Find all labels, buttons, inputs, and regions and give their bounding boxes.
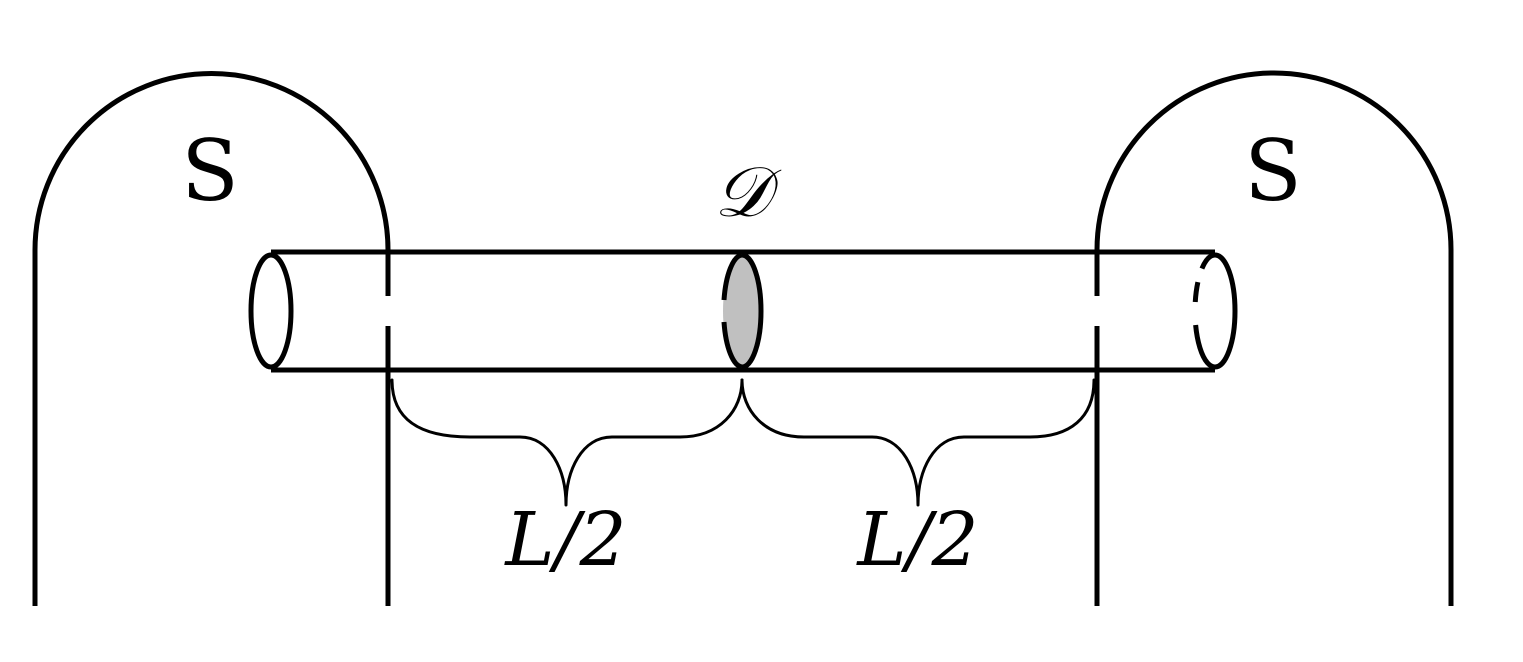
defect-cross-section-fill <box>723 255 761 367</box>
defect-cross-section-back-upper <box>721 252 743 301</box>
right-superconductor-outline <box>1094 70 1454 606</box>
left-superconductor-outline <box>32 71 391 606</box>
defect-cross-section-front <box>741 252 764 370</box>
wire-right-end-cap-front <box>1214 252 1238 370</box>
left-length-brace <box>390 378 744 507</box>
wire-left-end-cap <box>248 252 294 370</box>
defect-label: 𝒟 <box>714 151 782 233</box>
left-length-label: L/2 <box>503 497 626 583</box>
right-length-brace <box>740 378 1096 507</box>
wire-right-end-cap-back <box>1192 252 1216 312</box>
right-superconductor-label: S <box>1244 122 1302 220</box>
left-superconductor-label: S <box>181 122 239 220</box>
wire-right-end-cap-back-lower <box>1192 310 1216 370</box>
right-length-label: L/2 <box>855 497 978 583</box>
defect-cross-section-back-lower <box>721 321 743 370</box>
